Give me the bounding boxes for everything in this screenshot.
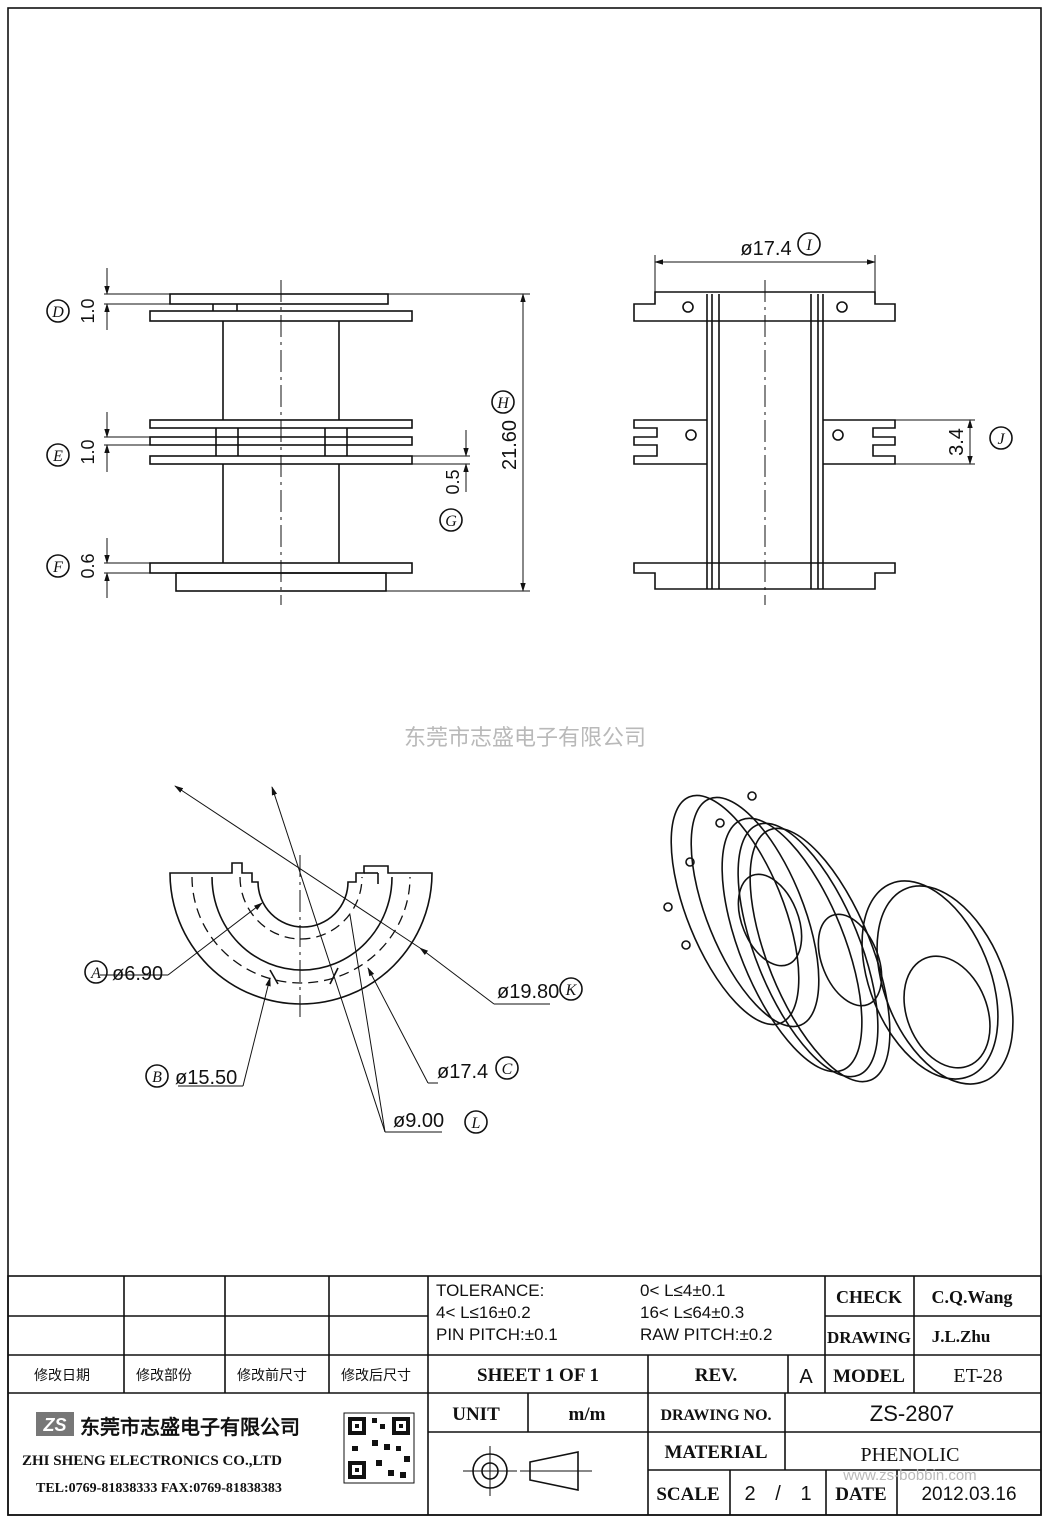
- rev-header-part: 修改部份: [136, 1367, 192, 1383]
- projection-symbol: [463, 1446, 592, 1496]
- dimension-labels: D 1.0 E 1.0 F 0.6 G 0.5 H 21.60 ø17.4 I …: [46, 232, 1013, 1134]
- check-value: C.Q.Wang: [931, 1287, 1012, 1307]
- value-g: 0.5: [443, 469, 463, 494]
- model-value: ET-28: [953, 1365, 1002, 1387]
- unit-label: UNIT: [452, 1404, 500, 1425]
- scale-num: 2: [744, 1483, 755, 1505]
- date-label: DATE: [835, 1484, 886, 1505]
- value-b: ø15.50: [175, 1067, 237, 1089]
- tolerance-label: TOLERANCE:: [436, 1281, 544, 1300]
- value-e: 1.0: [78, 439, 98, 464]
- drawing-no-label: DRAWING NO.: [660, 1407, 771, 1424]
- tolerance-3: 16< L≤64±0.3: [640, 1303, 744, 1322]
- unit-value: m/m: [569, 1404, 606, 1425]
- value-f: 0.6: [78, 553, 98, 578]
- label-g: G: [445, 513, 457, 530]
- sheet-number: SHEET 1 OF 1: [477, 1365, 599, 1386]
- title-block: [7, 1275, 1042, 1516]
- company-cn: 东莞市志盛电子有限公司: [80, 1415, 300, 1439]
- label-b: B: [152, 1069, 162, 1086]
- tolerance-2: 4< L≤16±0.2: [436, 1303, 531, 1322]
- tolerance-1: 0< L≤4±0.1: [640, 1281, 725, 1300]
- company-logo: ZS: [36, 1412, 74, 1436]
- value-i: ø17.4: [740, 238, 791, 260]
- label-k: K: [565, 982, 578, 999]
- value-j: 3.4: [946, 428, 968, 456]
- scale-sep: /: [775, 1483, 781, 1505]
- value-k: ø19.80: [497, 981, 559, 1003]
- title-block-text: TOLERANCE: 0< L≤4±0.1 4< L≤16±0.2 16< L≤…: [22, 1281, 1017, 1505]
- raw-pitch: RAW PITCH:±0.2: [640, 1325, 772, 1344]
- scale-label: SCALE: [656, 1484, 719, 1505]
- label-j: J: [997, 431, 1005, 448]
- rev-header-date: 修改日期: [34, 1367, 90, 1383]
- logo-text: ZS: [42, 1415, 66, 1435]
- qr-code: [343, 1412, 415, 1484]
- company-contact: TEL:0769-81838333 FAX:0769-81838383: [36, 1481, 282, 1496]
- drawing-no-value: ZS-2807: [870, 1401, 954, 1426]
- value-a: ø6.90: [112, 963, 163, 985]
- company-en: ZHI SHENG ELECTRONICS CO.,LTD: [22, 1453, 282, 1469]
- label-i: I: [805, 237, 812, 254]
- value-h: 21.60: [499, 420, 521, 470]
- value-d: 1.0: [78, 298, 98, 323]
- model-label: MODEL: [833, 1366, 905, 1387]
- front-view: [104, 268, 530, 605]
- material-label: MATERIAL: [664, 1442, 767, 1463]
- label-h: H: [496, 395, 510, 412]
- label-l: L: [471, 1115, 481, 1132]
- label-c: C: [502, 1061, 513, 1078]
- check-label: CHECK: [836, 1287, 902, 1307]
- watermark-text: 东莞市志盛电子有限公司: [404, 725, 646, 750]
- side-view: [633, 255, 975, 605]
- label-a: A: [90, 965, 101, 982]
- rev-label: REV.: [695, 1365, 737, 1386]
- rev-header-after: 修改后尺寸: [341, 1367, 411, 1383]
- top-view: [100, 785, 550, 1133]
- drawing-label: DRAWING: [827, 1328, 911, 1347]
- scale-den: 1: [800, 1483, 811, 1505]
- footer-url: www.zs-bobbin.com: [842, 1467, 976, 1484]
- iso-view: [663, 791, 1014, 1085]
- material-value: PHENOLIC: [861, 1444, 960, 1466]
- drawing-value: J.L.Zhu: [932, 1327, 991, 1346]
- value-c: ø17.4: [437, 1061, 488, 1083]
- rev-header-before: 修改前尺寸: [237, 1367, 307, 1383]
- date-value: 2012.03.16: [921, 1484, 1016, 1505]
- value-l: ø9.00: [393, 1110, 444, 1132]
- label-e: E: [52, 448, 63, 465]
- pin-pitch: PIN PITCH:±0.1: [436, 1325, 558, 1344]
- rev-value: A: [799, 1366, 813, 1388]
- label-f: F: [52, 559, 63, 576]
- label-d: D: [51, 304, 64, 321]
